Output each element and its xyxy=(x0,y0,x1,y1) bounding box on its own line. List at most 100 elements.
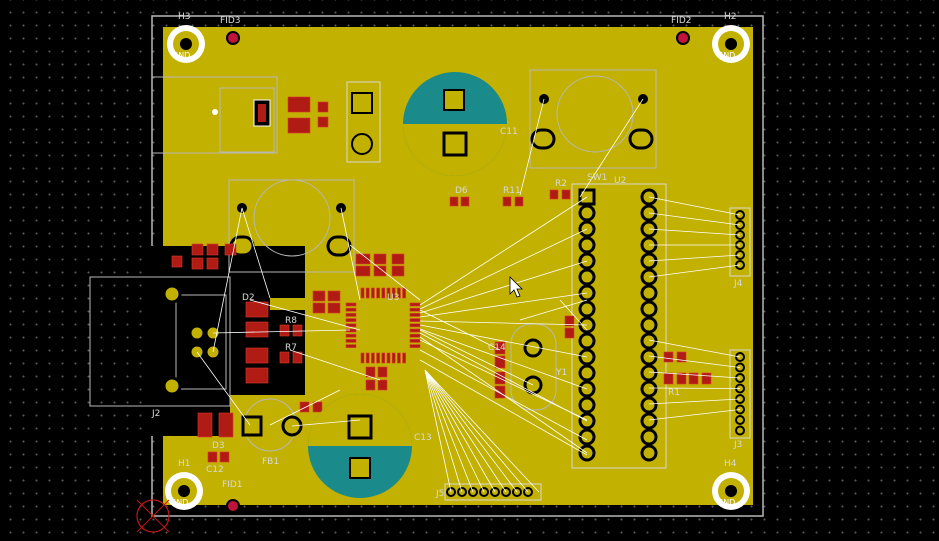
u3-pad[interactable] xyxy=(365,287,370,299)
mounting-hole-h2[interactable] xyxy=(712,25,750,63)
r2-pad1[interactable] xyxy=(549,189,559,200)
r2-pad2[interactable] xyxy=(561,189,571,200)
j2-pin-1[interactable] xyxy=(188,324,206,342)
u3-pad[interactable] xyxy=(345,333,357,338)
u3-pad[interactable] xyxy=(360,352,365,364)
u2-pin-right[interactable] xyxy=(640,284,658,302)
smd-u3-c[interactable] xyxy=(373,253,387,265)
smd-u3-m[interactable] xyxy=(365,379,376,391)
c-pad-right1[interactable] xyxy=(663,351,674,363)
electrolytic-cap-c13[interactable] xyxy=(308,394,412,498)
u3-pad[interactable] xyxy=(345,323,357,328)
u3-pad[interactable] xyxy=(365,352,370,364)
u3-pad[interactable] xyxy=(345,318,357,322)
j3-pin[interactable] xyxy=(735,425,745,436)
u3-pad[interactable] xyxy=(345,328,357,333)
d5-pad-1[interactable] xyxy=(245,347,269,364)
fiducial-fid1[interactable] xyxy=(226,499,240,513)
inductor-l1-pad1[interactable] xyxy=(351,92,373,114)
d1-pad1[interactable] xyxy=(688,372,699,385)
u3-pad[interactable] xyxy=(376,352,380,364)
usb-pad-6[interactable] xyxy=(224,243,237,256)
u2-pin-right[interactable] xyxy=(640,412,658,430)
u3-pad[interactable] xyxy=(409,339,421,343)
usb-pad-3[interactable] xyxy=(191,257,204,270)
smd-u3-f[interactable] xyxy=(391,265,405,277)
u3-pad[interactable] xyxy=(381,352,386,364)
switch-sw2-pad2[interactable] xyxy=(326,235,352,257)
u3-pad[interactable] xyxy=(402,352,406,364)
c12-pad-1[interactable] xyxy=(207,451,218,463)
u3-pad[interactable] xyxy=(345,344,357,348)
u3-pad[interactable] xyxy=(397,287,401,299)
inductor-l1-pad2[interactable] xyxy=(351,133,373,155)
d6-pad2[interactable] xyxy=(460,196,470,207)
usb-pad-1[interactable] xyxy=(171,255,183,268)
u3-pad[interactable] xyxy=(409,313,421,317)
u3-pad[interactable] xyxy=(345,302,357,307)
mounting-hole-h1[interactable] xyxy=(165,472,203,510)
d6-pad1[interactable] xyxy=(449,196,459,207)
u2-pin-left[interactable] xyxy=(578,268,596,286)
u3-pad[interactable] xyxy=(409,344,421,348)
u3-pad[interactable] xyxy=(360,287,365,299)
r8-pad-2[interactable] xyxy=(292,324,303,337)
battery-footprint[interactable] xyxy=(151,76,278,154)
r7-pad-1[interactable] xyxy=(279,351,290,364)
u3-pad[interactable] xyxy=(345,307,357,312)
smd-u3-e[interactable] xyxy=(391,253,405,265)
u2-pin-left[interactable] xyxy=(578,332,596,350)
c-y1-pad2[interactable] xyxy=(494,355,506,369)
usb-pad-2[interactable] xyxy=(191,243,204,256)
usb-pad-4[interactable] xyxy=(206,243,219,256)
c-y1-pad1[interactable] xyxy=(494,341,506,355)
smd-u3-j[interactable] xyxy=(327,302,341,314)
smd-u3-g[interactable] xyxy=(312,290,326,302)
usb-pad-5[interactable] xyxy=(206,257,219,270)
u2-pin-right[interactable] xyxy=(640,444,658,462)
j2-shield-pad1[interactable] xyxy=(162,284,182,304)
cap-pad-top-4[interactable] xyxy=(317,116,329,128)
d3-pad-2[interactable] xyxy=(218,412,234,438)
u2-pin-left[interactable] xyxy=(578,236,596,254)
c-near-u2-2[interactable] xyxy=(564,327,575,339)
u3-pad[interactable] xyxy=(409,328,421,333)
u3-pad[interactable] xyxy=(409,333,421,338)
c12-pad-2[interactable] xyxy=(219,451,230,463)
u3-pad[interactable] xyxy=(345,313,357,317)
cap-pad-top-3[interactable] xyxy=(317,101,329,113)
u2-pin-left[interactable] xyxy=(578,204,596,222)
smd-u3-b[interactable] xyxy=(355,265,371,277)
u2-pin-left[interactable] xyxy=(578,396,596,414)
u3-pad[interactable] xyxy=(376,287,380,299)
d1-pad2[interactable] xyxy=(701,372,712,385)
r1-pad2[interactable] xyxy=(676,372,687,385)
u3-qfp-pads[interactable] xyxy=(345,287,421,364)
u2-pin-right[interactable] xyxy=(640,428,658,446)
r1-pad1[interactable] xyxy=(663,372,674,385)
r11-pad2[interactable] xyxy=(514,196,524,207)
j3-pin[interactable] xyxy=(735,415,745,425)
u2-pin-right[interactable] xyxy=(640,396,658,414)
u3-pad[interactable] xyxy=(397,352,401,364)
u3-pad[interactable] xyxy=(386,287,391,299)
u3-pad[interactable] xyxy=(409,302,421,307)
u3-pad[interactable] xyxy=(391,352,396,364)
r11-pad1[interactable] xyxy=(502,196,512,207)
fiducial-fid3[interactable] xyxy=(226,31,240,45)
u3-pad[interactable] xyxy=(409,307,421,312)
smd-u3-h[interactable] xyxy=(312,302,326,314)
u3-pad[interactable] xyxy=(409,323,421,328)
d5-pad-2[interactable] xyxy=(245,367,269,384)
u3-pad[interactable] xyxy=(391,287,396,299)
smd-u3-n[interactable] xyxy=(377,379,388,391)
u2-pin-right[interactable] xyxy=(640,300,658,318)
c15-pad-2[interactable] xyxy=(312,401,323,413)
electrolytic-cap-top[interactable] xyxy=(403,72,507,176)
d2-pad-2[interactable] xyxy=(245,321,269,338)
cap-pad-top-1[interactable] xyxy=(287,96,311,113)
d3-pad-1[interactable] xyxy=(197,412,213,438)
u2-pin-right[interactable] xyxy=(640,316,658,334)
u3-pad[interactable] xyxy=(409,318,421,322)
